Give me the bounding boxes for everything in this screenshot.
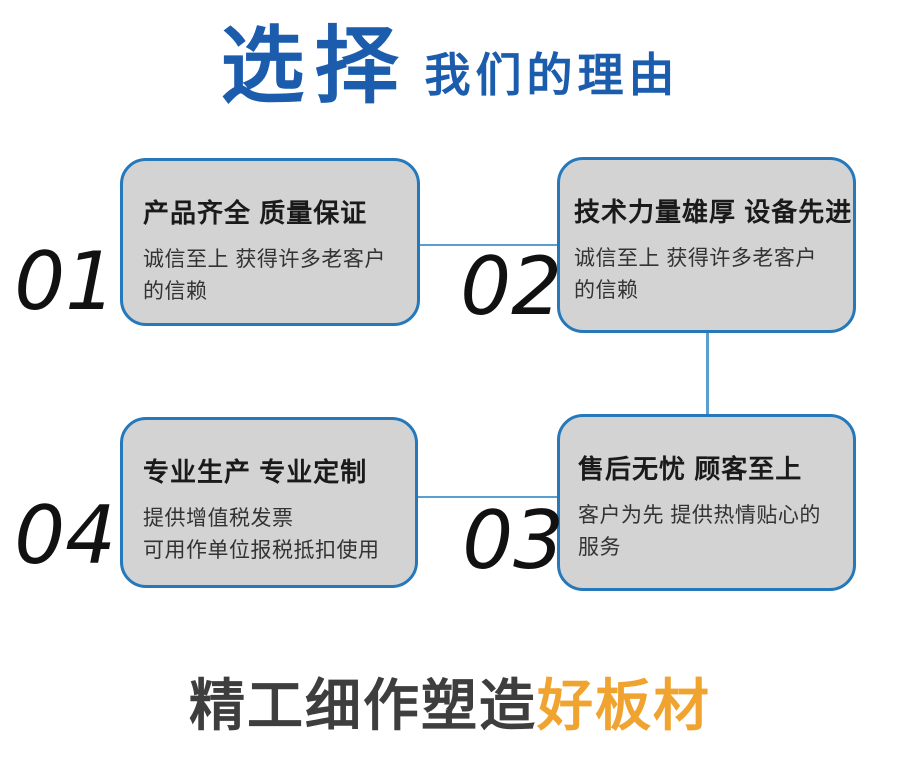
connector-line-02-03 (706, 333, 709, 414)
reason-card-03: 售后无忧 顾客至上 客户为先 提供热情贴心的 服务 (557, 414, 856, 591)
connector-line-04-03 (418, 496, 557, 498)
step-number-02: 02 (460, 240, 562, 333)
step-number-01: 01 (14, 235, 116, 328)
card-desc: 诚信至上 获得许多老客户 的信赖 (574, 243, 839, 306)
card-desc-line1: 提供增值税发票 (143, 507, 294, 530)
card-title: 技术力量雄厚 设备先进 (574, 197, 853, 227)
step-number-03: 03 (462, 494, 564, 587)
page-title: 选择 我们的理由 (0, 19, 900, 113)
footer-slogan: 精工细作塑造好板材 (0, 672, 900, 739)
card-title: 产品齐全 质量保证 (143, 198, 368, 228)
title-sub: 我们的理由 (424, 48, 680, 101)
card-desc: 提供增值税发票 可用作单位报税抵扣使用 (143, 503, 401, 566)
slogan-gray-text: 精工细作塑造 (189, 674, 537, 737)
card-desc-line2: 服务 (578, 535, 621, 559)
reason-card-04: 专业生产 专业定制 提供增值税发票 可用作单位报税抵扣使用 (120, 417, 418, 588)
reason-card-01: 产品齐全 质量保证 诚信至上 获得许多老客户 的信赖 (120, 158, 420, 326)
connector-line-01-02 (420, 244, 557, 246)
card-desc-line1: 客户为先 提供热情贴心的 (578, 504, 821, 527)
card-desc: 客户为先 提供热情贴心的 服务 (578, 500, 839, 563)
card-desc-line1: 诚信至上 获得许多老客户 (143, 248, 386, 271)
card-desc: 诚信至上 获得许多老客户 的信赖 (143, 244, 403, 307)
card-desc-line2: 的信赖 (574, 278, 639, 302)
card-title: 专业生产 专业定制 (143, 457, 368, 487)
reason-card-02: 技术力量雄厚 设备先进 诚信至上 获得许多老客户 的信赖 (557, 157, 856, 333)
card-title: 售后无忧 顾客至上 (578, 454, 803, 484)
step-number-04: 04 (14, 489, 116, 582)
slogan-orange-text: 好板材 (537, 674, 711, 737)
card-desc-line1: 诚信至上 获得许多老客户 (574, 247, 817, 270)
title-main: 选择 (220, 19, 409, 113)
card-desc-line2: 可用作单位报税抵扣使用 (143, 538, 380, 562)
card-desc-line2: 的信赖 (143, 279, 208, 303)
